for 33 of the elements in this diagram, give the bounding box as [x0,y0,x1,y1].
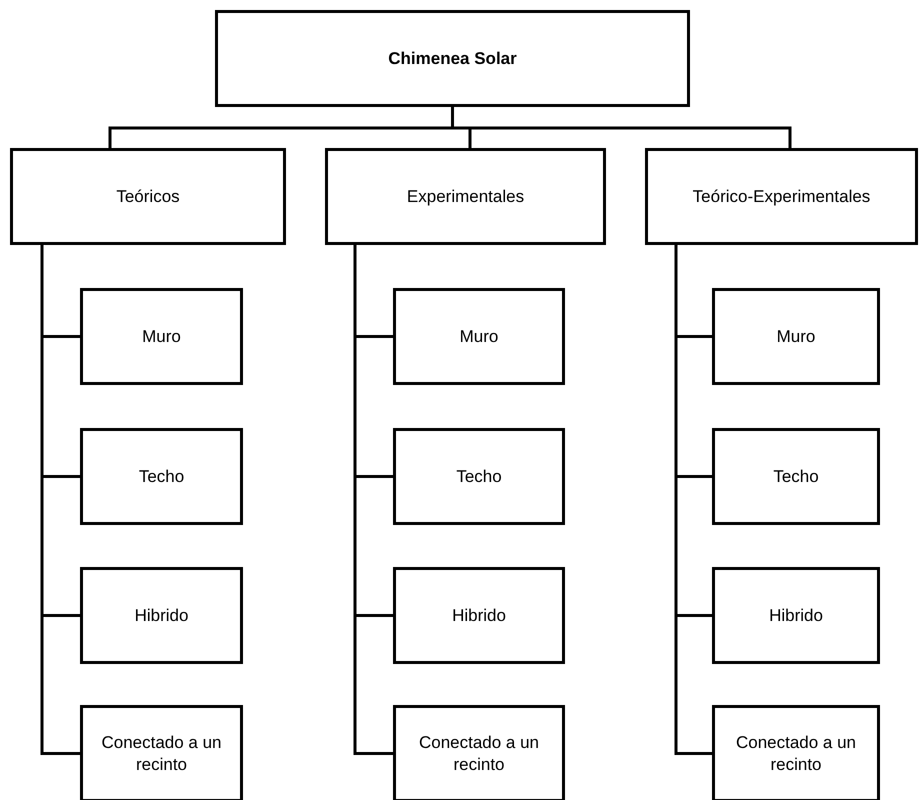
category-box [10,148,286,245]
leaf-box [80,567,243,664]
node-label: Experimentales [406,186,524,208]
node-label: Muro [142,326,181,348]
leaf-box [393,288,565,385]
node-label: Hibrido [452,604,506,626]
node-label: Teóricos [116,186,180,208]
leaf-box [712,705,880,800]
node-label: Techo [456,466,502,488]
node-label: Conectado a un recinto [734,732,858,775]
node-label: Muro [460,326,498,348]
root-box [215,10,690,107]
node-label: Hibrido [134,604,188,626]
leaf-box [80,705,243,800]
node-label: Muro [776,326,816,348]
node-label: Conectado a un recinto [418,732,540,775]
node-label: Teórico-Experimentales [692,186,870,208]
connector-line [451,107,792,148]
category-box [325,148,606,245]
node-label: Chimenea Solar [388,48,517,70]
leaf-box [393,705,565,800]
leaf-box [393,567,565,664]
leaf-box [712,428,880,525]
leaf-box [80,288,243,385]
node-label: Techo [773,466,819,488]
leaf-box [80,428,243,525]
node-label: Conectado a un recinto [100,732,223,775]
leaf-box [712,288,880,385]
leaf-box [712,567,880,664]
category-box [645,148,918,245]
node-label: Techo [138,466,184,488]
node-label: Hibrido [769,604,823,626]
leaf-box [393,428,565,525]
